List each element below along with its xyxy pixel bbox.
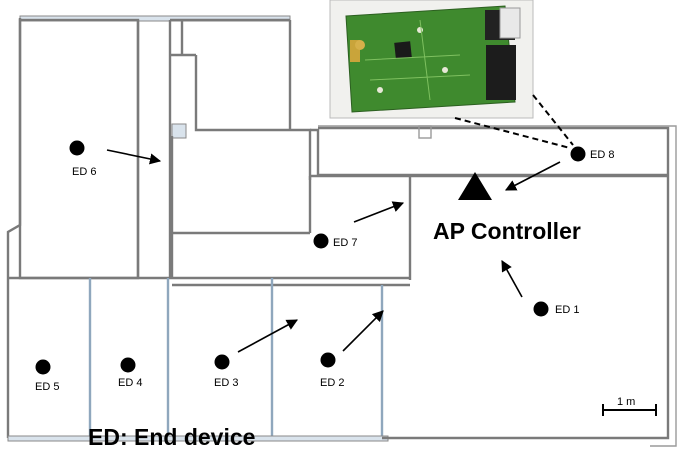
ed8-label: ED 8 bbox=[590, 149, 614, 161]
arrow-ed6 bbox=[106, 149, 162, 165]
ed4-label: ED 4 bbox=[118, 377, 142, 389]
ed7-node bbox=[313, 233, 329, 249]
ap-controller-label: AP Controller bbox=[433, 218, 581, 244]
middle-room-walls bbox=[170, 136, 412, 280]
ed6-label: ED 6 bbox=[72, 166, 96, 178]
scale-label: 1 m bbox=[617, 396, 635, 408]
ed5-label: ED 5 bbox=[35, 381, 59, 393]
upper-middle-walls bbox=[170, 18, 312, 180]
scale-bar: 1 m bbox=[602, 396, 657, 416]
floor-plan bbox=[6, 15, 677, 447]
arrow-ed1 bbox=[501, 260, 523, 298]
column-marker bbox=[418, 125, 432, 139]
ed1-node bbox=[533, 301, 549, 317]
photo-leader-1 bbox=[532, 94, 574, 146]
ed3-node bbox=[214, 354, 230, 370]
photo-leader-2 bbox=[454, 117, 571, 149]
right-room-outer bbox=[318, 125, 677, 447]
ed8-node bbox=[570, 146, 586, 162]
ed1-label: ED 1 bbox=[555, 304, 579, 316]
ed7-label: ED 7 bbox=[333, 237, 357, 249]
ap-controller-icon bbox=[458, 172, 492, 200]
circuit-board-photo bbox=[329, 0, 534, 119]
arrow-ed7 bbox=[353, 201, 405, 223]
arrow-ed3 bbox=[237, 319, 298, 353]
ed2-node bbox=[320, 352, 336, 368]
corridor-wall bbox=[136, 20, 172, 278]
end-devices: ED 1 ED 2 ED 3 ED 4 ED 5 ED 6 ED 7 ED 8 bbox=[35, 140, 614, 393]
ed3-label: ED 3 bbox=[214, 377, 238, 389]
arrow-ed8 bbox=[505, 161, 561, 191]
signal-arrows bbox=[106, 149, 561, 353]
ed2-label: ED 2 bbox=[320, 377, 344, 389]
lower-room-dividers bbox=[88, 278, 384, 438]
lower-rooms-top bbox=[8, 276, 410, 287]
ed5-node bbox=[35, 359, 51, 375]
pillar bbox=[171, 123, 187, 139]
ed4-node bbox=[120, 357, 136, 373]
left-outer-wall bbox=[6, 18, 22, 438]
right-room-walls bbox=[310, 126, 670, 440]
legend-label: ED: End device bbox=[88, 424, 255, 450]
arrow-ed2 bbox=[342, 310, 384, 352]
ed6-node bbox=[69, 140, 85, 156]
